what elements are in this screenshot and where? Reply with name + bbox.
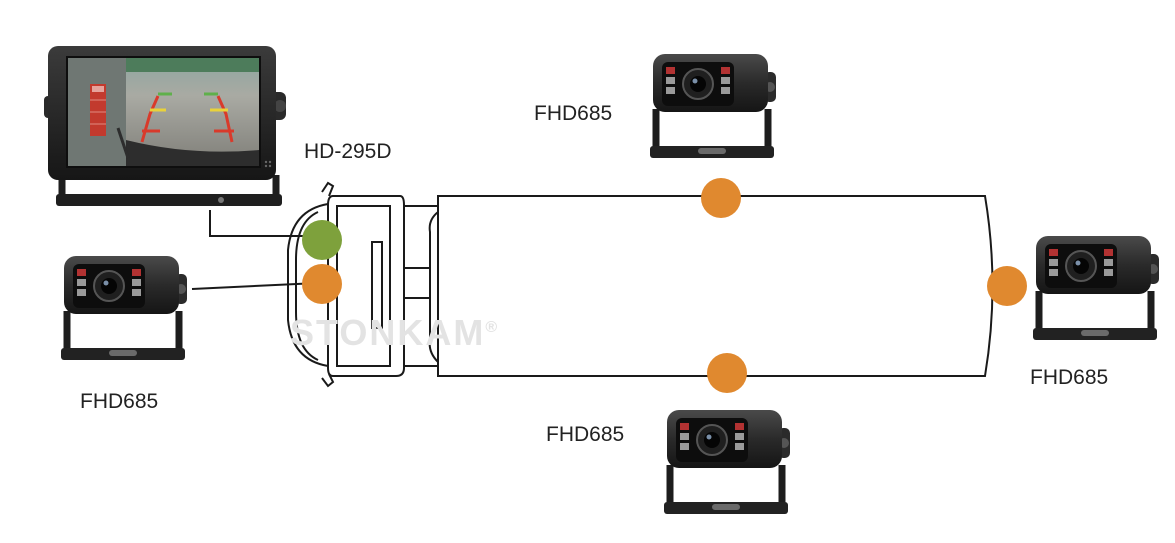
camera-top — [650, 54, 776, 158]
registered-mark: ® — [485, 319, 500, 336]
watermark: STONKAM® — [290, 312, 499, 354]
watermark-text: STONKAM — [290, 312, 486, 353]
front-camera-wire — [191, 282, 319, 290]
camera-front — [61, 256, 187, 360]
rear-camera-dot — [987, 266, 1027, 306]
monitor-model-label: HD-295D — [304, 140, 392, 163]
camera-rear — [1033, 236, 1159, 340]
top-camera-model-label: FHD685 — [534, 102, 613, 125]
rear-camera-model-label: FHD685 — [1030, 366, 1109, 389]
front-camera-model-label: FHD685 — [80, 390, 159, 413]
top-camera-dot — [701, 178, 741, 218]
camera-bottom — [664, 410, 790, 514]
monitor-wire — [209, 210, 320, 237]
front-camera-dot — [302, 264, 342, 304]
monitor-position-dot — [302, 220, 342, 260]
bottom-camera-dot — [707, 353, 747, 393]
vehicle-outline — [287, 181, 994, 388]
bottom-camera-model-label: FHD685 — [546, 423, 625, 446]
monitor-device — [44, 46, 286, 206]
